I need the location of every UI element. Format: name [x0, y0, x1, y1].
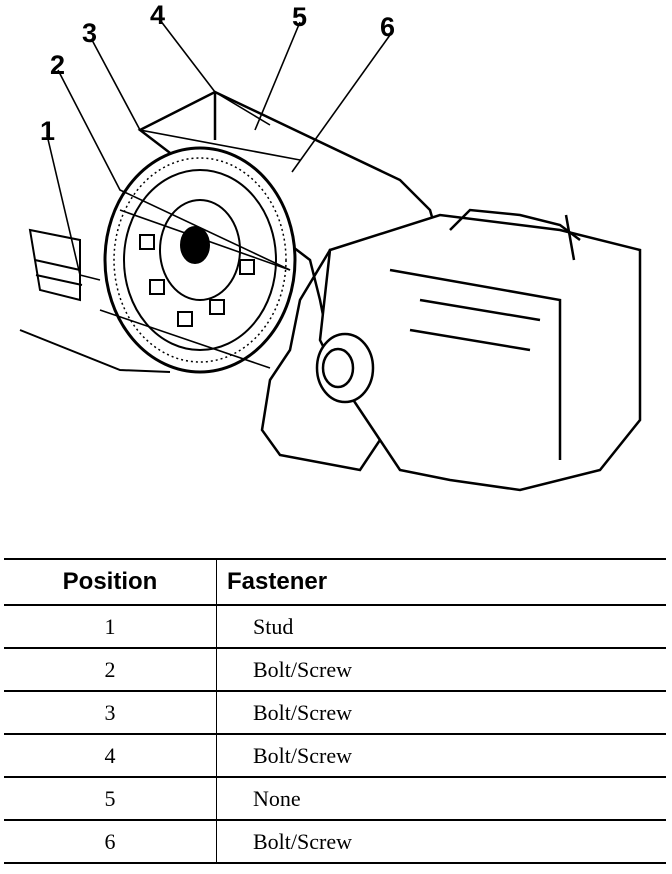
table-row: 1 Stud: [4, 605, 666, 648]
position-cell: 5: [4, 777, 217, 820]
header-fastener: Fastener: [227, 568, 328, 595]
fastener-cell: Bolt/Screw: [253, 656, 352, 682]
transaxle-flywheel-illustration: 1 2 3 4 5 6: [19, 0, 642, 492]
flywheel-drawing: [103, 146, 297, 374]
table-row: 5 None: [4, 777, 666, 820]
table-row: 6 Bolt/Screw: [4, 820, 666, 863]
engine-block-drawing: [19, 228, 171, 373]
table-header-row: Position Fastener: [4, 559, 666, 605]
fastener-cell: None: [253, 785, 301, 811]
fastener-cell: Stud: [253, 613, 294, 639]
fastener-cell: Bolt/Screw: [253, 828, 352, 854]
fastener-table: Position Fastener 1 Stud 2 Bolt/Screw 3 …: [4, 558, 666, 864]
position-cell: 2: [4, 648, 217, 691]
fastener-cell: Bolt/Screw: [253, 699, 352, 725]
callout-2: 2: [50, 50, 65, 80]
table-row: 3 Bolt/Screw: [4, 691, 666, 734]
header-position: Position: [4, 559, 217, 605]
callout-6: 6: [380, 12, 395, 42]
position-cell: 6: [4, 820, 217, 863]
position-cell: 3: [4, 691, 217, 734]
callout-1: 1: [40, 116, 55, 146]
fastener-cell: Bolt/Screw: [253, 742, 352, 768]
table-row: 4 Bolt/Screw: [4, 734, 666, 777]
table-row: 2 Bolt/Screw: [4, 648, 666, 691]
callout-leader-lines: [46, 19, 391, 369]
callout-3: 3: [82, 18, 97, 48]
position-cell: 1: [4, 605, 217, 648]
position-cell: 4: [4, 734, 217, 777]
callout-4: 4: [150, 0, 165, 30]
callout-5: 5: [292, 2, 307, 32]
transaxle-case-drawing: [315, 208, 642, 492]
